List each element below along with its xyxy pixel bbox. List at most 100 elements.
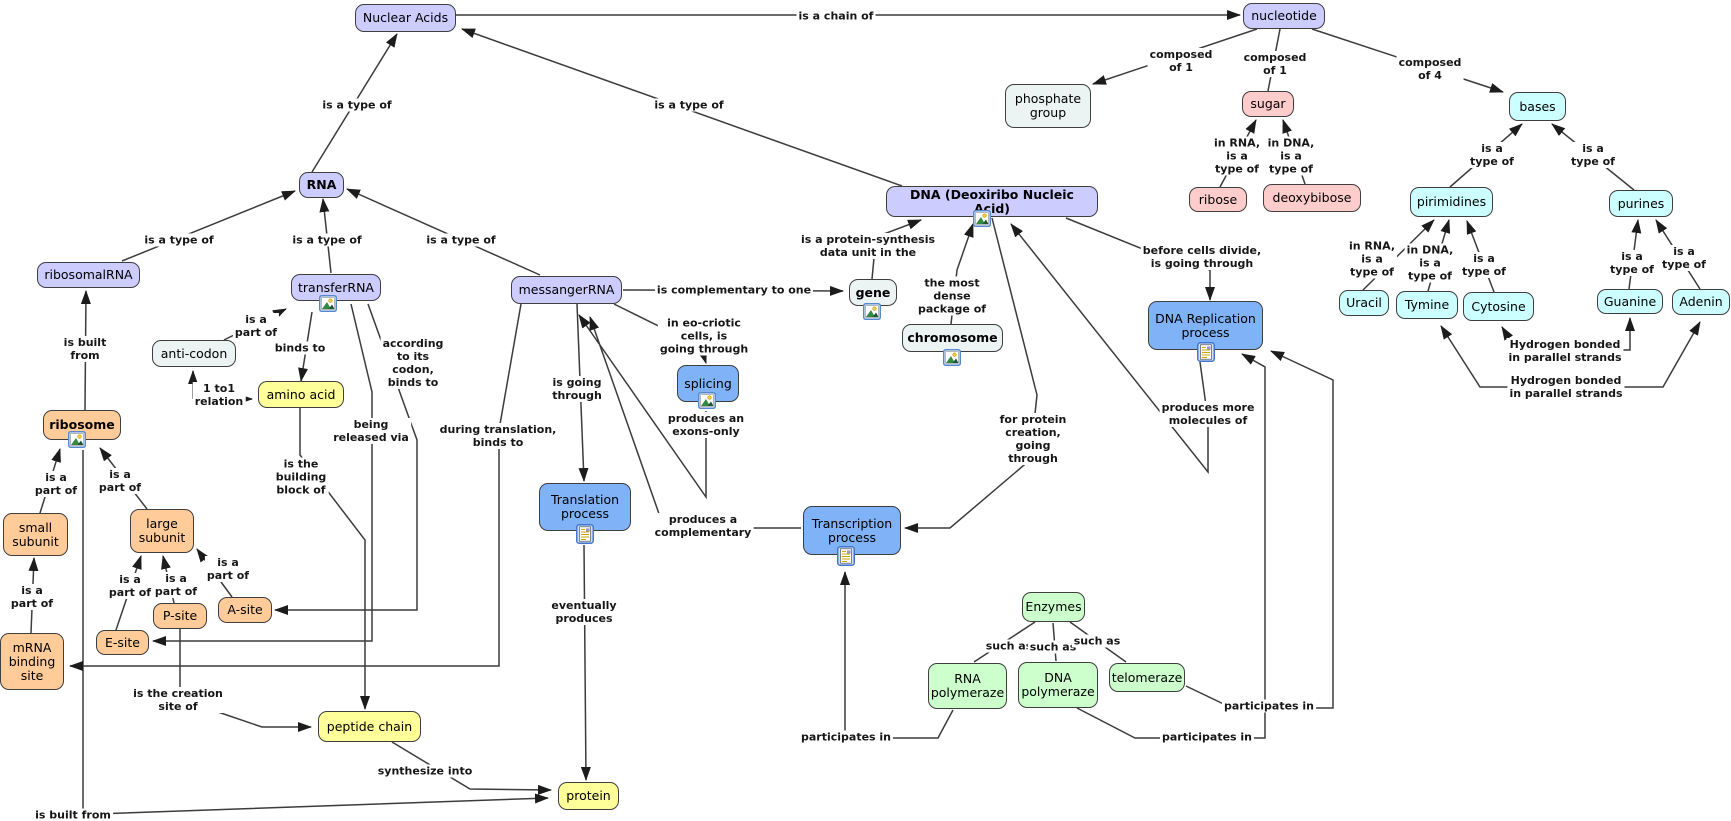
- edge-label[interactable]: for protein creation, going through: [997, 413, 1069, 465]
- edge-label[interactable]: such as: [1071, 634, 1123, 648]
- node-nucleotide[interactable]: nucleotide: [1243, 3, 1325, 29]
- node-ribosomal-rna[interactable]: ribosomalRNA: [37, 262, 140, 288]
- node-anti-codon[interactable]: anti-codon: [152, 340, 236, 367]
- edge-label[interactable]: such as: [983, 639, 1035, 653]
- edge-label[interactable]: produces more molecules of: [1159, 401, 1257, 427]
- edge-label[interactable]: is a type of: [1660, 245, 1708, 271]
- edge-label[interactable]: is a chain of: [796, 9, 876, 23]
- node-messanger-rna[interactable]: messangerRNA: [511, 276, 622, 304]
- node-mrna-binding-site[interactable]: mRNA binding site: [0, 633, 64, 690]
- node-p-site[interactable]: P-site: [153, 603, 207, 629]
- node-dna-replication-process[interactable]: DNA Replication process: [1148, 301, 1263, 350]
- edge-label[interactable]: is built from: [33, 808, 113, 821]
- node-adenin[interactable]: Adenin: [1672, 289, 1730, 315]
- edge-label[interactable]: composed of 1: [1147, 48, 1215, 74]
- node-purines[interactable]: purines: [1609, 190, 1673, 217]
- node-small-subunit[interactable]: small subunit: [3, 513, 68, 556]
- node-bases[interactable]: bases: [1509, 92, 1566, 121]
- edge-label[interactable]: is a type of: [1608, 250, 1656, 276]
- edge-label[interactable]: is a part of: [96, 468, 144, 494]
- edge-label[interactable]: according to its codon, binds to: [380, 337, 446, 389]
- edge-label[interactable]: participates in: [798, 730, 894, 744]
- node-phosphate-group[interactable]: phosphate group: [1005, 84, 1091, 128]
- node-gene[interactable]: gene: [849, 279, 897, 306]
- edge-label[interactable]: is the building block of: [273, 457, 329, 497]
- edge-label[interactable]: is a type of: [290, 233, 364, 247]
- edge-label[interactable]: synthesize into: [375, 764, 475, 778]
- edge-label[interactable]: in RNA, is a type of: [1346, 239, 1398, 279]
- document-icon[interactable]: [576, 524, 594, 544]
- node-cytosine[interactable]: Cytosine: [1463, 292, 1534, 321]
- edge-label[interactable]: composed of 4: [1396, 56, 1464, 82]
- node-deoxybibose[interactable]: deoxybibose: [1263, 184, 1361, 212]
- edge-label[interactable]: eventually produces: [549, 599, 619, 625]
- edge-label[interactable]: before cells divide, is going through: [1140, 244, 1264, 270]
- node-e-site[interactable]: E-site: [96, 630, 149, 655]
- node-amino-acid[interactable]: amino acid: [258, 381, 344, 408]
- edge-label[interactable]: the most dense package of: [915, 276, 989, 316]
- edge-label[interactable]: is a part of: [232, 313, 280, 339]
- edge-label[interactable]: in RNA, is a type of: [1211, 136, 1263, 176]
- node-dna[interactable]: DNA (Deoxiribo Nucleic Acid): [886, 186, 1098, 217]
- node-nuclear-acids[interactable]: Nuclear Acids: [355, 4, 456, 32]
- node-sugar[interactable]: sugar: [1242, 91, 1294, 117]
- edge-label[interactable]: 1 to1 relation: [192, 382, 246, 408]
- edge-label[interactable]: in DNA, is a type of: [1404, 243, 1456, 283]
- image-icon[interactable]: [319, 295, 337, 312]
- edge-label[interactable]: in DNA, is a type of: [1265, 136, 1317, 176]
- document-icon[interactable]: [837, 546, 855, 566]
- edge-label[interactable]: being released via: [331, 418, 411, 444]
- node-peptide-chain[interactable]: peptide chain: [318, 711, 421, 742]
- node-tymine[interactable]: Tymine: [1396, 291, 1458, 319]
- image-icon[interactable]: [698, 392, 716, 409]
- edge-label[interactable]: is a type of: [1460, 252, 1508, 278]
- image-icon[interactable]: [973, 210, 991, 227]
- node-rna-polymeraze[interactable]: RNA polymeraze: [928, 663, 1007, 709]
- node-pirimidines[interactable]: pirimidines: [1410, 187, 1493, 217]
- edge-label[interactable]: is going through: [550, 376, 604, 402]
- node-protein[interactable]: protein: [558, 782, 619, 810]
- edge-label[interactable]: binds to: [272, 341, 328, 355]
- image-icon[interactable]: [863, 303, 881, 320]
- node-transfer-rna[interactable]: transferRNA: [291, 274, 381, 301]
- edge-label[interactable]: is complementary to one: [654, 283, 814, 297]
- node-ribose[interactable]: ribose: [1189, 187, 1247, 212]
- edge-label[interactable]: during translation, binds to: [437, 423, 559, 449]
- edge-label[interactable]: produces an exons-only: [665, 412, 747, 438]
- edge-label[interactable]: is a type of: [652, 98, 726, 112]
- image-icon[interactable]: [943, 349, 961, 366]
- node-dna-polymeraze[interactable]: DNA polymeraze: [1018, 662, 1098, 708]
- edge-label[interactable]: is a part of: [32, 471, 80, 497]
- node-enzymes[interactable]: Enzymes: [1022, 592, 1085, 622]
- node-guanine[interactable]: Guanine: [1597, 289, 1663, 314]
- edge-label[interactable]: is a type of: [142, 233, 216, 247]
- node-chromosome[interactable]: chromosome: [902, 324, 1003, 352]
- edge-label[interactable]: is a part of: [106, 573, 154, 599]
- edge-label[interactable]: is built from: [61, 336, 109, 362]
- document-icon[interactable]: [1197, 342, 1215, 362]
- edge-label[interactable]: Hydrogen bonded in parallel strands: [1507, 374, 1625, 400]
- edge-label[interactable]: is a protein-synthesis data unit in the: [798, 233, 938, 259]
- edge-label[interactable]: such as: [1027, 640, 1079, 654]
- node-rna[interactable]: RNA: [299, 172, 344, 198]
- edge-label[interactable]: is a part of: [8, 584, 56, 610]
- node-a-site[interactable]: A-site: [218, 597, 272, 623]
- edge-label[interactable]: composed of 1: [1241, 51, 1309, 77]
- edge-label[interactable]: produces a complementary: [652, 513, 754, 539]
- edge-label[interactable]: participates in: [1159, 730, 1255, 744]
- edge-label[interactable]: participates in: [1221, 699, 1317, 713]
- edge-label[interactable]: Hydrogen bonded in parallel strands: [1506, 338, 1624, 364]
- edge-label[interactable]: is a type of: [1569, 142, 1617, 168]
- edge-label[interactable]: is the creation site of: [131, 687, 225, 713]
- edge-label[interactable]: in eo-criotic cells, is going through: [657, 316, 751, 356]
- image-icon[interactable]: [68, 431, 86, 448]
- edge-label[interactable]: is a type of: [1468, 142, 1516, 168]
- edge-label[interactable]: is a type of: [424, 233, 498, 247]
- node-uracil[interactable]: Uracil: [1339, 290, 1389, 316]
- edge-label[interactable]: is a part of: [204, 556, 252, 582]
- node-translation-process[interactable]: Translation process: [539, 483, 631, 531]
- edge-label[interactable]: is a type of: [320, 98, 394, 112]
- node-telomeraze[interactable]: telomeraze: [1109, 663, 1185, 692]
- node-large-subunit[interactable]: large subunit: [130, 509, 194, 553]
- edge-label[interactable]: is a part of: [152, 572, 200, 598]
